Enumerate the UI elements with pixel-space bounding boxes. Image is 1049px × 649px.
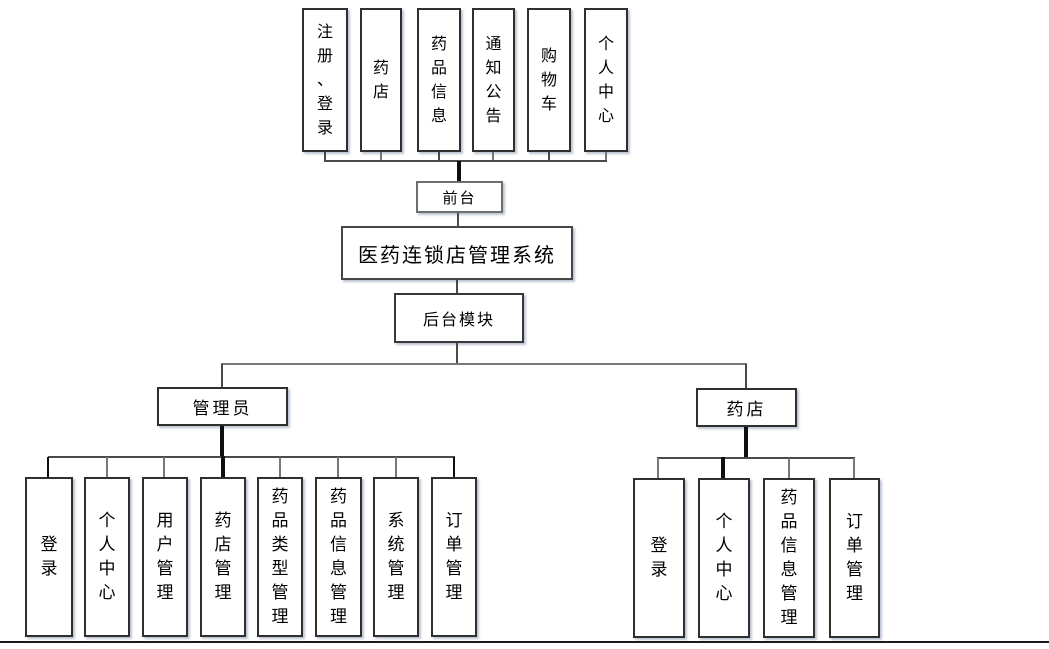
store-child-order-mgmt: 订单管理	[829, 478, 880, 638]
connector	[456, 343, 458, 364]
front-module-drug-info: 药品信息	[417, 8, 461, 152]
connector	[106, 457, 108, 477]
node-store: 药店	[696, 388, 797, 427]
connector	[221, 363, 747, 365]
connector	[456, 280, 458, 293]
node-admin: 管理员	[157, 387, 288, 426]
connector	[853, 458, 855, 478]
connector	[744, 427, 748, 458]
connector	[721, 457, 725, 478]
admin-child-pharmacy-mgmt: 药店管理	[200, 477, 246, 637]
front-module-notice: 通知公告	[472, 8, 515, 152]
node-front-desk: 前台	[416, 181, 503, 213]
connector	[548, 152, 550, 161]
store-child-login: 登录	[633, 478, 685, 638]
admin-child-drug-info-mgmt: 药品信息管理	[315, 477, 362, 637]
connector	[47, 457, 49, 477]
admin-child-order-mgmt: 订单管理	[431, 477, 477, 637]
connector	[220, 426, 224, 457]
admin-child-personal-center: 个人中心	[84, 477, 130, 637]
connector	[457, 161, 461, 181]
connector	[745, 364, 747, 388]
front-module-register-login: 注册、登录	[302, 8, 348, 152]
connector	[337, 457, 339, 477]
connector	[605, 152, 607, 161]
front-module-personal-center: 个人中心	[584, 8, 628, 152]
connector	[438, 152, 440, 161]
connector	[657, 457, 855, 459]
connector	[788, 458, 790, 478]
connector	[395, 457, 397, 477]
connector	[48, 456, 455, 458]
connector	[163, 457, 165, 477]
admin-child-login: 登录	[25, 477, 73, 637]
connector	[657, 458, 659, 478]
admin-child-user-mgmt: 用户管理	[142, 477, 188, 637]
connector	[457, 213, 459, 227]
connector	[324, 160, 607, 162]
connector	[492, 152, 494, 161]
admin-child-system-mgmt: 系统管理	[373, 477, 419, 637]
front-module-pharmacy: 药店	[360, 8, 402, 152]
admin-child-drug-type-mgmt: 药品类型管理	[257, 477, 303, 637]
store-child-personal-center: 个人中心	[698, 478, 750, 638]
front-module-cart: 购物车	[527, 8, 571, 152]
connector	[221, 364, 223, 387]
connector	[380, 152, 382, 161]
connector	[324, 152, 326, 161]
node-system-title: 医药连锁店管理系统	[341, 226, 573, 280]
node-backend-module: 后台模块	[394, 293, 524, 343]
connector	[221, 456, 225, 477]
store-child-drug-info-mgmt: 药品信息管理	[763, 478, 815, 638]
connector	[279, 457, 281, 477]
page-bottom-border	[0, 641, 1049, 643]
connector	[453, 457, 455, 477]
